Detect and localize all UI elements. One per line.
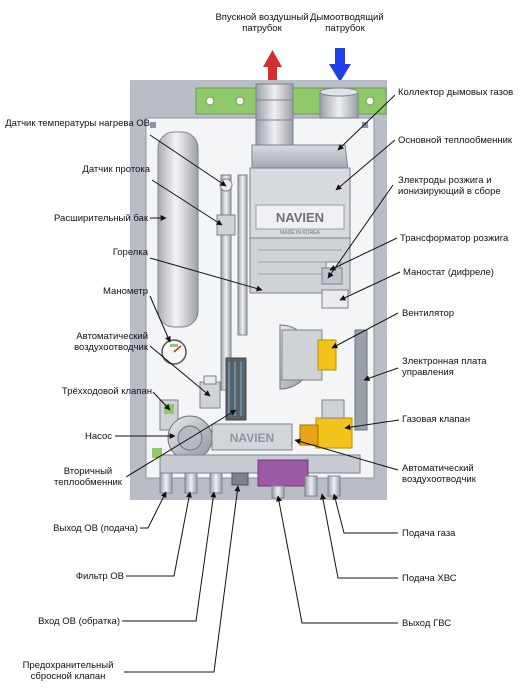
pump-brand-text: NAVIEN xyxy=(230,431,274,445)
label-ignition-transformer: Трансформатор розжига xyxy=(400,233,509,244)
navien-logo-sub: MADE IN KOREA xyxy=(280,230,320,236)
label-flue-outlet: Дымоотводящий патрубок xyxy=(310,12,384,34)
bottom-manifold xyxy=(152,448,361,487)
ignition-transformer xyxy=(321,267,343,285)
air-intake-arrow-icon xyxy=(263,50,282,86)
label-heating-outlet: Выход ОВ (подача) xyxy=(53,523,138,534)
label-heating-return: Вход ОВ (обратка) xyxy=(38,616,120,627)
label-three-way-valve: Трёхходовой клапан xyxy=(61,386,152,397)
label-safety-relief-valve: Предохранительный сбросной клапан xyxy=(22,660,114,682)
fan xyxy=(279,324,337,390)
label-heating-filter: Фильтр ОВ xyxy=(75,571,124,582)
label-gas-valve: Газовая клапан xyxy=(402,414,471,425)
pressure-gauge-icon xyxy=(161,339,187,365)
label-pressure-gauge: Манометр xyxy=(103,286,148,297)
manostat xyxy=(321,289,349,309)
label-pump: Насос xyxy=(84,431,112,442)
label-flow-sensor: Датчик протока xyxy=(82,164,150,175)
secondary-heat-exchanger xyxy=(225,357,247,421)
label-auto-air-vent-left: Автоматический воздухоотводчик xyxy=(74,331,148,353)
label-gas-supply: Подача газа xyxy=(402,528,456,539)
label-dhw-outlet: Выход ГВС xyxy=(402,618,452,629)
label-burner: Горелка xyxy=(112,247,148,258)
label-auto-air-vent-right: Автоматический воздухоотводчик xyxy=(402,463,476,485)
label-flue-collector: Коллектор дымовых газов xyxy=(398,87,514,98)
leader-lines xyxy=(115,94,401,673)
label-manostat: Маностат (дифреле) xyxy=(403,267,494,278)
label-secondary-heat-exchanger: Вторичный теплообменник xyxy=(54,466,122,488)
label-fan: Вентилятор xyxy=(402,308,455,319)
flue-collector xyxy=(251,144,349,171)
navien-logo: NAVIEN xyxy=(276,210,324,225)
gas-valve xyxy=(299,399,353,449)
flue-outlet-arrow-icon xyxy=(329,48,351,82)
label-cold-water-supply: Подача ХВС xyxy=(402,573,457,584)
label-heating-temp-sensor: Датчик температуры нагрева ОВ xyxy=(5,118,150,129)
flue-outlet-pipe xyxy=(319,87,359,119)
label-air-intake: Впускной воздушный патрубок xyxy=(215,12,309,34)
label-expansion-tank: Расширительный бак xyxy=(54,213,148,224)
label-control-board: Злектронная плата управления xyxy=(402,356,487,378)
label-electrodes: Злектроды розжига и ионизирующий в сборе xyxy=(398,175,501,197)
expansion-tank xyxy=(157,131,199,328)
label-main-heat-exchanger: Основной теплообменник xyxy=(398,135,513,146)
